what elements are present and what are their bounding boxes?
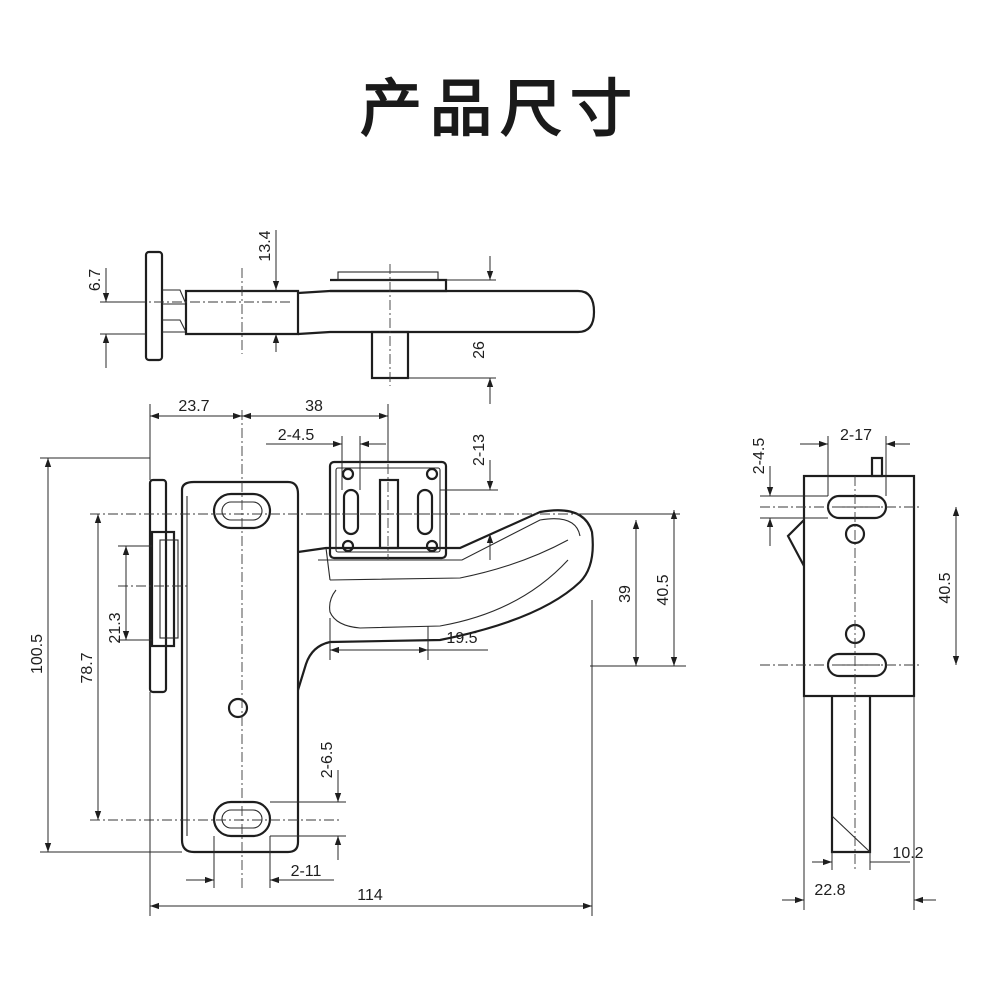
dim-13-4: 13.4 xyxy=(257,230,274,261)
side-dim-10-2: 10.2 xyxy=(892,845,923,862)
dim-19-5: 19.5 xyxy=(446,630,477,647)
side-view-dimensions: 2-4.5 2-17 40.5 10.2 22.8 xyxy=(751,427,960,910)
dim-2-13: 2-13 xyxy=(471,434,488,466)
side-dim-40-5: 40.5 xyxy=(937,572,954,603)
side-dim-22-8: 22.8 xyxy=(814,882,845,899)
top-view-dimensions: 6.7 13.4 26 xyxy=(87,230,496,404)
dim-100-5: 100.5 xyxy=(29,634,46,674)
dim-38: 38 xyxy=(305,398,323,415)
dim-2-4-5: 2-4.5 xyxy=(278,427,315,444)
dim-114: 114 xyxy=(357,887,383,904)
dim-2-6-5: 2-6.5 xyxy=(319,742,336,779)
side-dim-2-17: 2-17 xyxy=(840,427,872,444)
side-view xyxy=(760,456,920,870)
top-view xyxy=(100,250,596,386)
page-title: 产品尺寸 xyxy=(359,72,640,145)
dim-40-5: 40.5 xyxy=(655,574,672,605)
dim-26: 26 xyxy=(471,341,488,359)
side-dim-2-4-5: 2-4.5 xyxy=(751,438,768,475)
dim-23-7: 23.7 xyxy=(178,398,209,415)
front-view xyxy=(90,410,680,890)
dim-21-3: 21.3 xyxy=(107,612,124,643)
dim-78-7: 78.7 xyxy=(79,652,96,683)
front-view-dimensions: 23.7 38 2-4.5 2-13 100.5 78.7 21.3 39 40… xyxy=(29,398,686,916)
dim-6-7: 6.7 xyxy=(87,269,104,291)
dim-2-11: 2-11 xyxy=(291,863,322,880)
dim-39: 39 xyxy=(617,585,634,603)
